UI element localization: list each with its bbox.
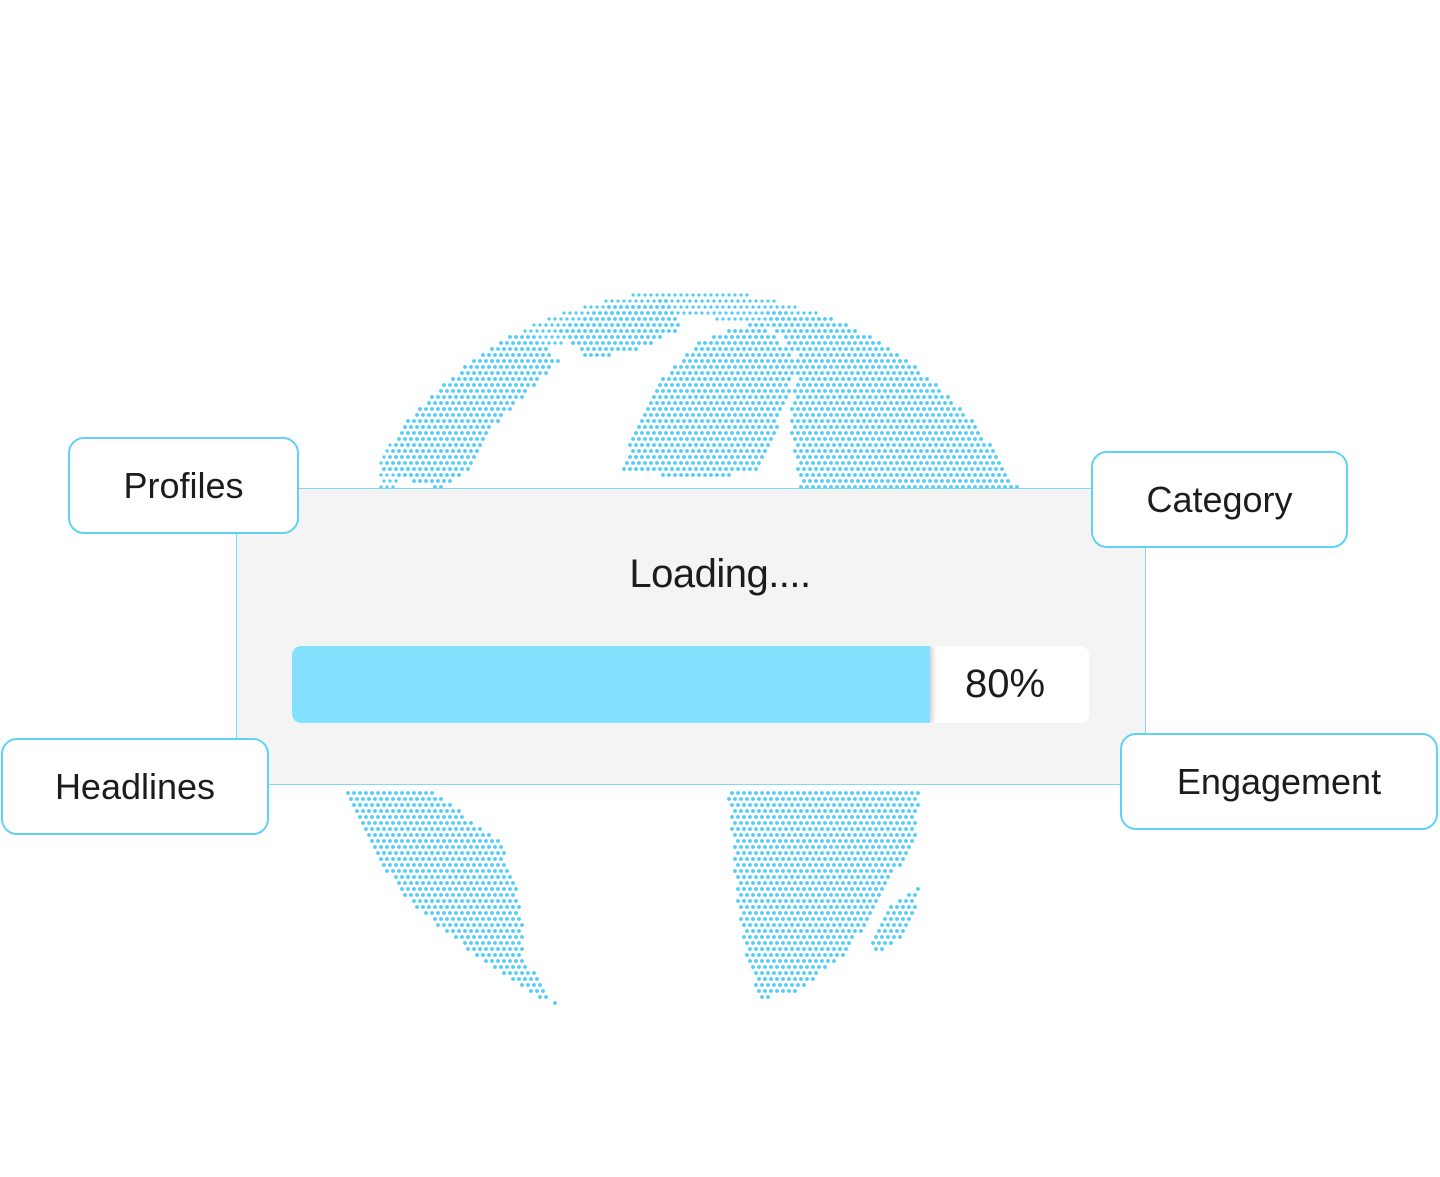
engagement-tag: Engagement	[1120, 733, 1438, 830]
progress-bar-fill	[292, 646, 930, 723]
loading-text: Loading....	[629, 552, 811, 596]
loading-panel	[236, 488, 1146, 785]
category-tag: Category	[1091, 451, 1348, 548]
profiles-tag: Profiles	[68, 437, 299, 534]
progress-percentage: 80%	[964, 662, 1046, 706]
progress-bar	[292, 646, 1089, 723]
headlines-tag: Headlines	[1, 738, 269, 835]
